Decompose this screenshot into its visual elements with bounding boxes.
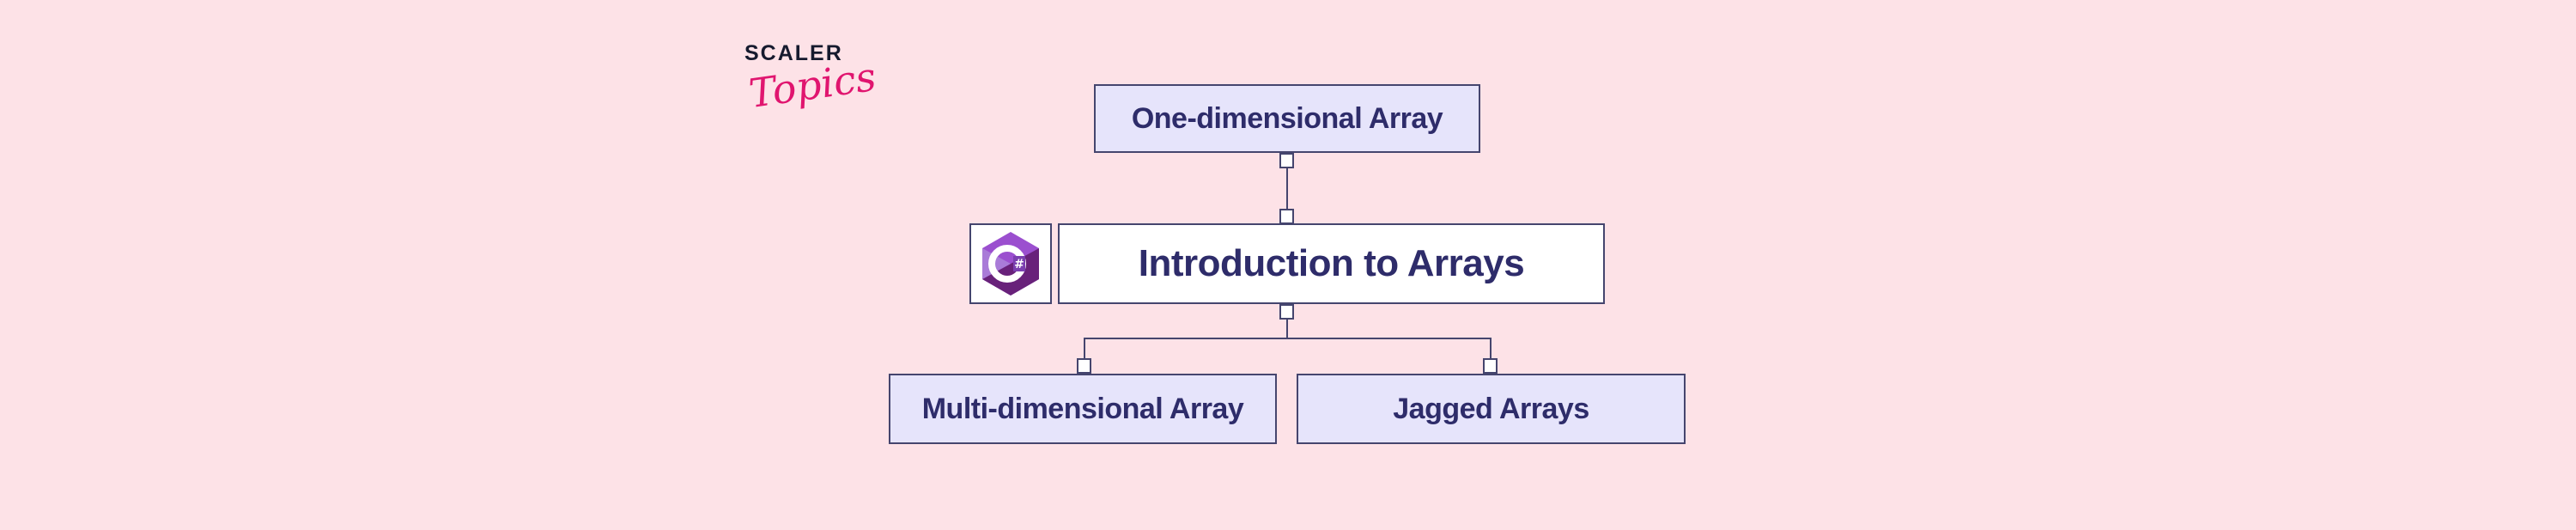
node-label: Multi-dimensional Array (921, 392, 1244, 425)
node-jagged-arrays: Jagged Arrays (1297, 374, 1686, 444)
connector-port (1077, 358, 1091, 374)
csharp-logo-icon: # (969, 223, 1052, 304)
connector-line (1490, 338, 1492, 358)
connector-port (1279, 304, 1294, 320)
node-label: Introduction to Arrays (1138, 242, 1525, 284)
connector-port (1483, 358, 1498, 374)
node-label: Jagged Arrays (1393, 392, 1589, 425)
node-introduction-to-arrays: Introduction to Arrays (1058, 223, 1605, 304)
node-one-dimensional-array: One-dimensional Array (1094, 84, 1480, 153)
connector-port (1279, 209, 1294, 224)
logo-scaler-text: SCALER (744, 41, 843, 65)
connector-line (1286, 168, 1288, 209)
connector-line (1286, 319, 1288, 339)
svg-text:#: # (1014, 258, 1024, 271)
node-multi-dimensional-array: Multi-dimensional Array (889, 374, 1277, 444)
connector-port (1279, 153, 1294, 168)
node-label: One-dimensional Array (1131, 101, 1443, 135)
connector-line (1084, 338, 1085, 358)
connector-line (1084, 338, 1492, 339)
